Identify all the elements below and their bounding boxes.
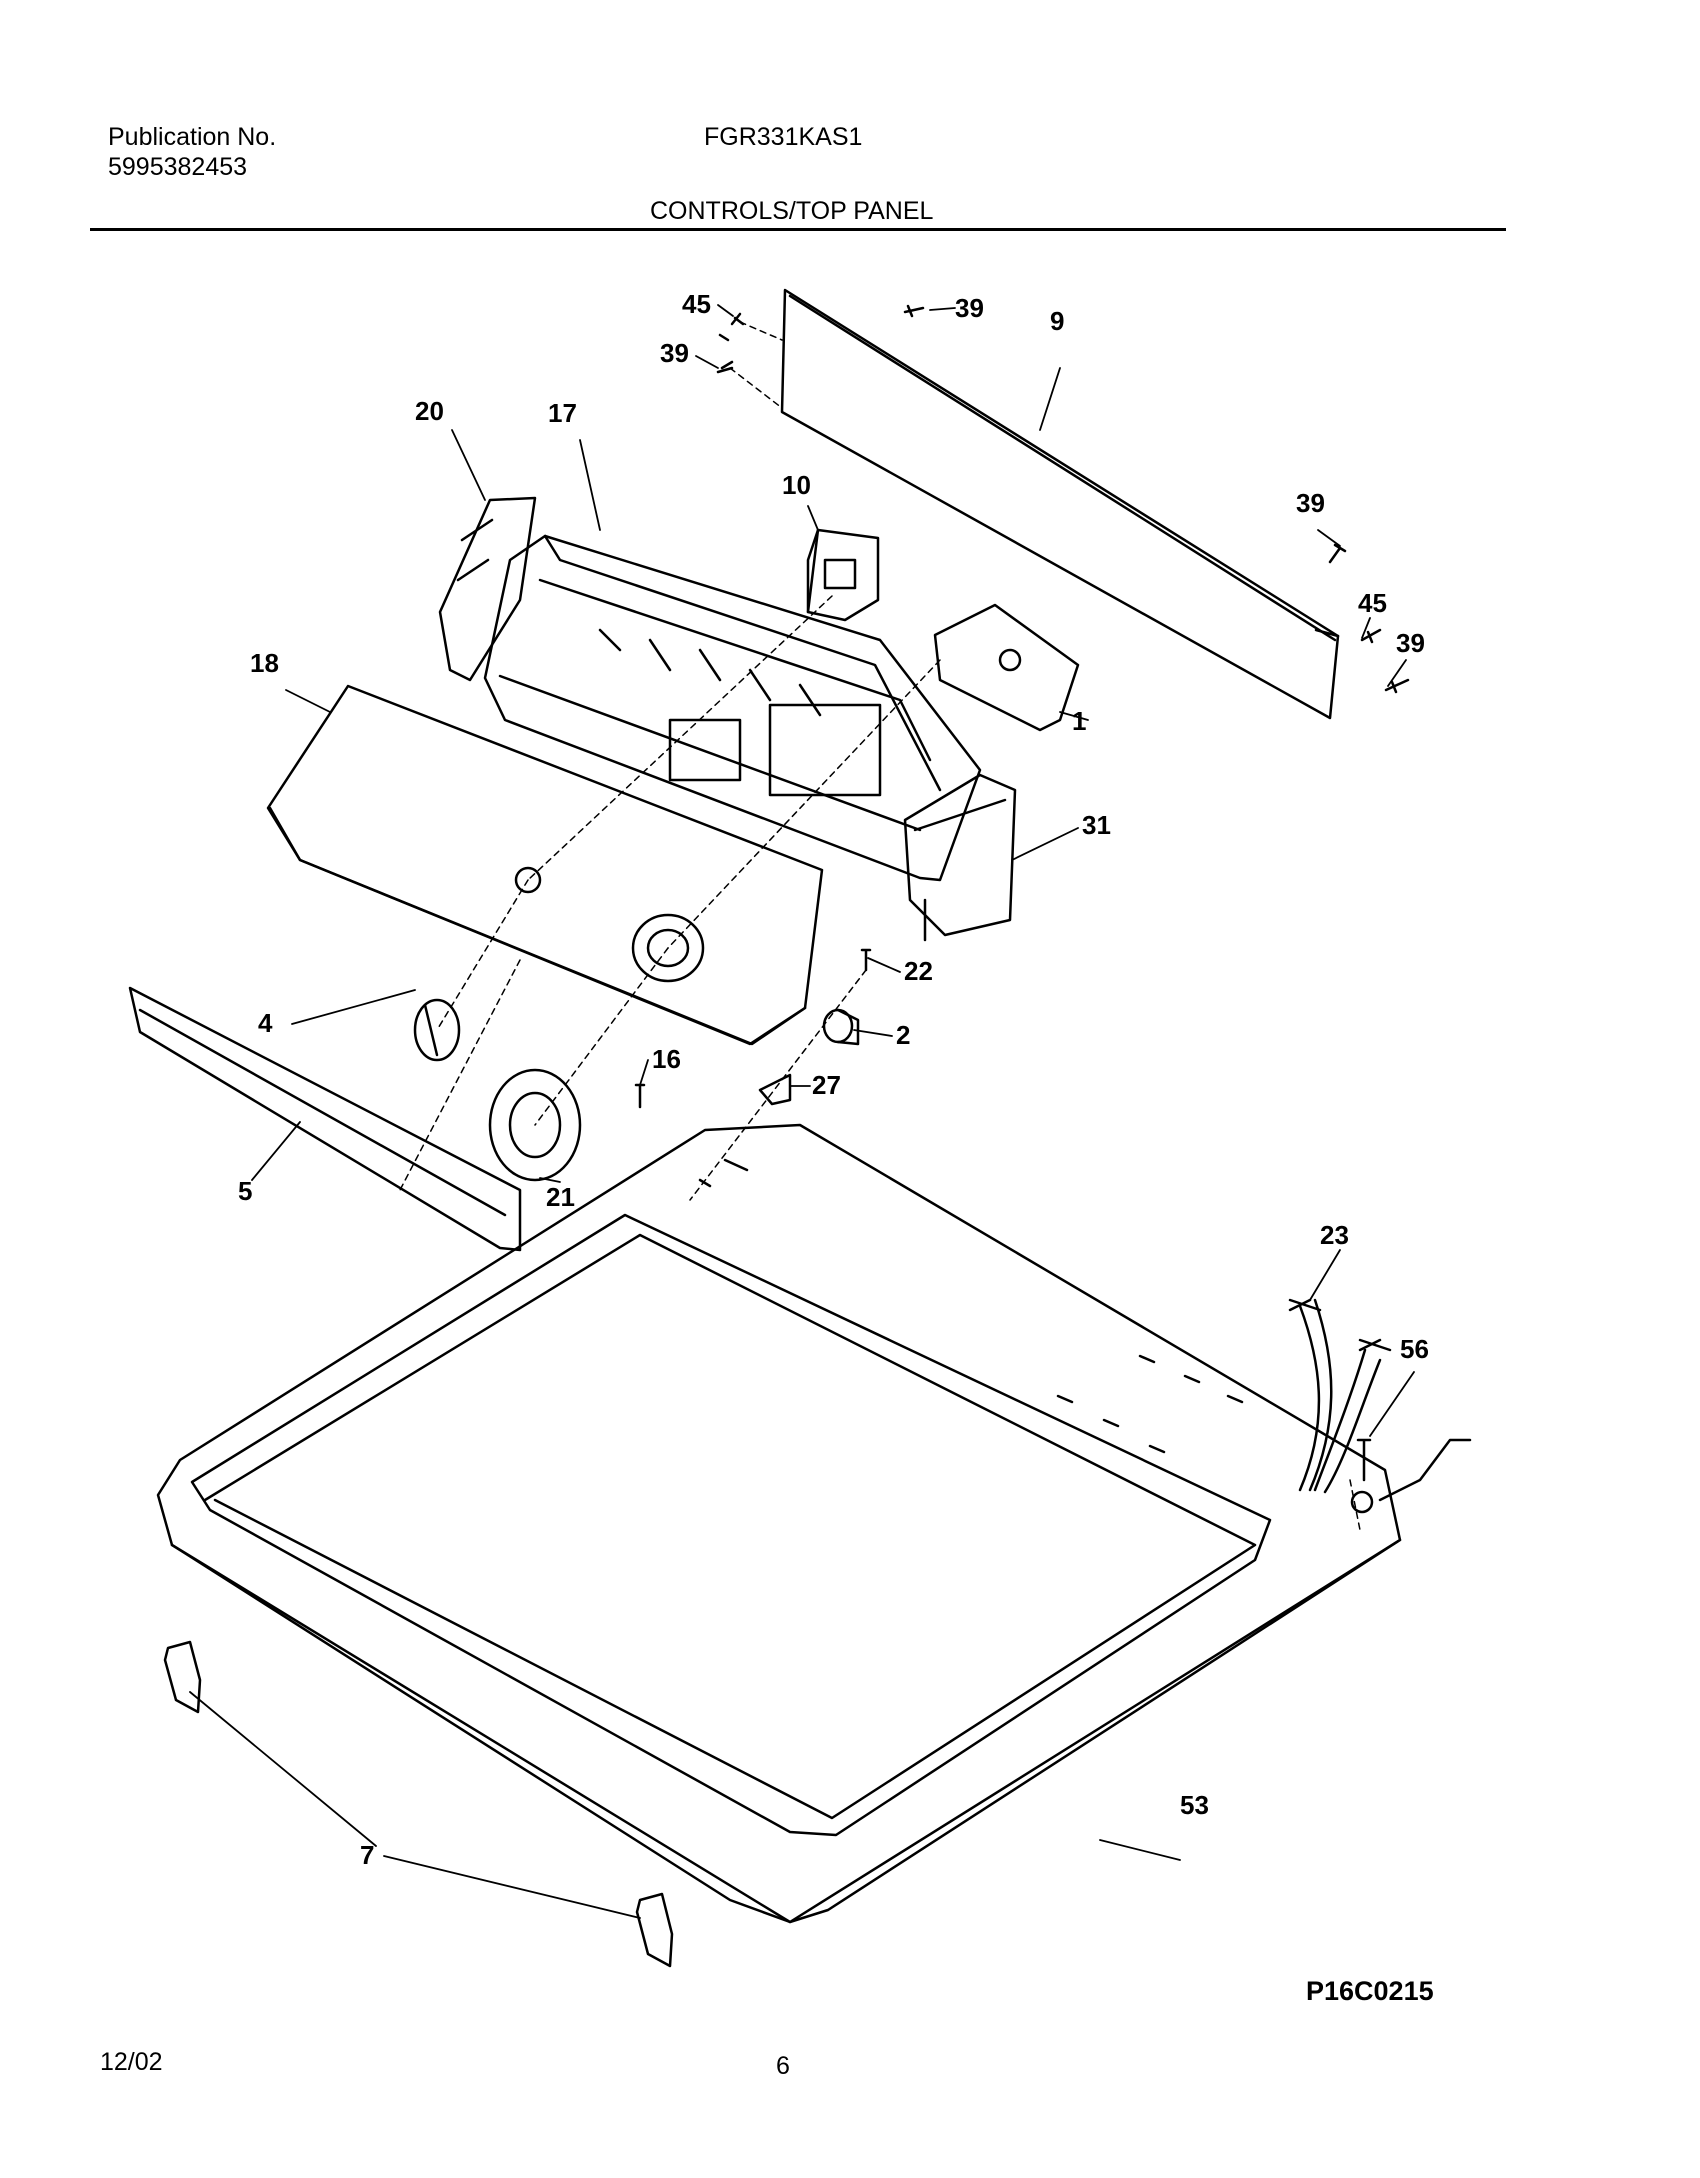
assembly-dashed-lines <box>399 321 1361 1531</box>
publication-label: Publication No. <box>108 123 277 151</box>
part-23-wire-harness <box>1288 1298 1392 1494</box>
callout-18: 18 <box>250 648 279 678</box>
publication-number: 5995382453 <box>108 153 248 181</box>
part-4-knob <box>413 998 461 1062</box>
callout-16: 16 <box>652 1044 681 1074</box>
model-number: FGR331KAS1 <box>704 123 863 151</box>
part-10-timer <box>806 528 880 622</box>
callout-45-right: 45 <box>1358 588 1387 618</box>
part-17-control-console <box>483 534 982 882</box>
callout-23: 23 <box>1320 1220 1349 1250</box>
part-18-control-panel <box>266 684 824 1046</box>
callout-56: 56 <box>1400 1334 1429 1364</box>
callout-53: 53 <box>1180 1790 1209 1820</box>
page-number: 6 <box>776 2052 790 2080</box>
callout-20: 20 <box>415 396 444 426</box>
part-5-trim-strip <box>128 986 522 1252</box>
header-rule <box>90 228 1506 231</box>
callout-27: 27 <box>812 1070 841 1100</box>
callout-22: 22 <box>904 956 933 986</box>
callout-2: 2 <box>896 1020 910 1050</box>
part-9-rear-panel <box>780 288 1340 720</box>
callout-31: 31 <box>1082 810 1111 840</box>
part-56-ground-screw <box>1356 1438 1472 1502</box>
figure-code: P16C0215 <box>1306 1976 1434 2006</box>
callout-9: 9 <box>1050 306 1064 336</box>
part-31-right-end-cap <box>903 773 1017 942</box>
callout-10: 10 <box>782 470 811 500</box>
callout-39-upper-left: 39 <box>660 338 689 368</box>
callout-1: 1 <box>1072 706 1086 736</box>
callout-7: 7 <box>360 1840 374 1870</box>
callout-45-upper: 45 <box>682 289 711 319</box>
callout-39-upper-right: 39 <box>955 293 984 323</box>
callout-39-right-2: 39 <box>1396 628 1425 658</box>
leader-lines <box>189 304 1415 1919</box>
section-title: CONTROLS/TOP PANEL <box>650 197 934 225</box>
callout-5: 5 <box>238 1176 252 1206</box>
callout-21: 21 <box>546 1182 575 1212</box>
callout-39-right-1: 39 <box>1296 488 1325 518</box>
part-53-top-panel <box>156 1123 1402 1924</box>
screw-parts-top <box>716 304 1410 694</box>
callout-4: 4 <box>258 1008 273 1038</box>
part-1-switch <box>933 603 1080 732</box>
publication-date: 12/02 <box>100 2048 163 2076</box>
part-20-left-end-cap <box>438 496 537 682</box>
part-7-clips <box>163 1640 674 1968</box>
callout-17: 17 <box>548 398 577 428</box>
part-21-dial <box>488 1068 582 1182</box>
